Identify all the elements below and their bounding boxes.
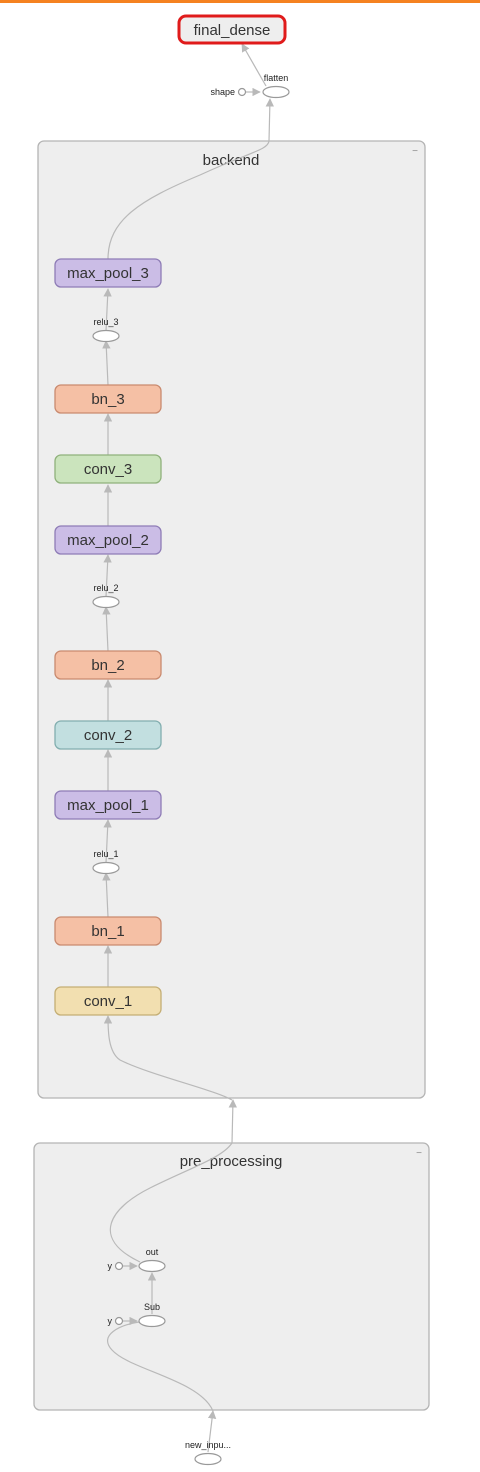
flatten-node[interactable]: flatten	[262, 73, 290, 99]
new-input-node[interactable]: new_inpu...	[185, 1440, 231, 1466]
node-relu-3[interactable]: relu_3	[92, 317, 120, 343]
edge-input-to-sub	[107, 1321, 214, 1412]
node-label: conv_2	[84, 727, 132, 744]
backend-collapse-icon[interactable]: −	[412, 146, 418, 157]
node-relu-2[interactable]: relu_2	[92, 583, 120, 609]
node-max-pool-2[interactable]: max_pool_2	[54, 525, 162, 555]
edge-pre-to-backend	[228, 1099, 238, 1144]
pre-processing-title: pre_processing	[180, 1153, 283, 1170]
node-bn-3[interactable]: bn_3	[54, 384, 162, 414]
edge-bn2-relu2	[102, 606, 111, 652]
node-label: conv_3	[84, 461, 132, 478]
sub-y-label: y	[108, 1316, 113, 1326]
edges	[102, 43, 275, 1453]
node-label: max_pool_2	[67, 532, 149, 549]
edge-backend-to-flatten	[265, 98, 275, 142]
final-dense-label: final_dense	[194, 22, 271, 39]
node-conv-3[interactable]: conv_3	[54, 454, 162, 484]
node-label: bn_1	[91, 923, 124, 940]
backend-nodes: max_pool_3 relu_3 bn_3 conv_3 max_pool_2relu…	[54, 258, 162, 1016]
edge-bn1-relu1	[102, 872, 111, 918]
node-conv-2[interactable]: conv_2	[54, 720, 162, 750]
edge-relu2-maxpool2	[103, 554, 112, 598]
node-label: max_pool_1	[67, 797, 149, 814]
top-accent-bar	[0, 0, 480, 3]
edge-input-to-group	[207, 1410, 217, 1453]
node-max-pool-3[interactable]: max_pool_3	[54, 258, 162, 288]
out-y-label: y	[108, 1261, 113, 1271]
edge-into-conv-1	[103, 1015, 233, 1101]
backend-group[interactable]: backend −	[37, 140, 426, 1099]
new-input-label: new_inpu...	[185, 1440, 231, 1450]
node-label: relu_3	[93, 317, 118, 327]
shape-label: shape	[210, 87, 235, 97]
shape-input[interactable]: shape	[210, 87, 247, 97]
pre-processing-collapse-icon[interactable]: −	[416, 1148, 422, 1159]
flatten-label: flatten	[264, 73, 289, 83]
node-label: max_pool_3	[67, 265, 149, 282]
out-y-input[interactable]: y	[108, 1261, 124, 1271]
pre-processing-group[interactable]: pre_processing −	[33, 1142, 430, 1411]
node-bn-2[interactable]: bn_2	[54, 650, 162, 680]
out-node[interactable]: out	[138, 1247, 166, 1273]
node-bn-1[interactable]: bn_1	[54, 916, 162, 946]
sub-label: Sub	[144, 1302, 160, 1312]
edge-out-to-group	[109, 1142, 233, 1263]
final-dense-node[interactable]: final_dense	[177, 14, 287, 45]
out-label: out	[146, 1247, 159, 1257]
node-label: relu_1	[93, 849, 118, 859]
edge-maxpool3-out	[107, 140, 270, 260]
backend-title: backend	[203, 152, 260, 169]
node-label: bn_2	[91, 657, 124, 674]
node-max-pool-1[interactable]: max_pool_1	[54, 790, 162, 820]
edge-bn3-relu3	[102, 340, 111, 386]
sub-node[interactable]: Sub	[138, 1302, 166, 1328]
edge-flatten-to-final	[241, 43, 267, 87]
edge-relu3-maxpool3	[103, 288, 112, 332]
node-relu-1[interactable]: relu_1	[92, 849, 120, 875]
edge-relu1-maxpool1	[103, 819, 112, 864]
node-label: relu_2	[93, 583, 118, 593]
node-label: conv_1	[84, 993, 132, 1010]
node-label: bn_3	[91, 391, 124, 408]
sub-y-input[interactable]: y	[108, 1316, 124, 1326]
node-conv-1[interactable]: conv_1	[54, 986, 162, 1016]
